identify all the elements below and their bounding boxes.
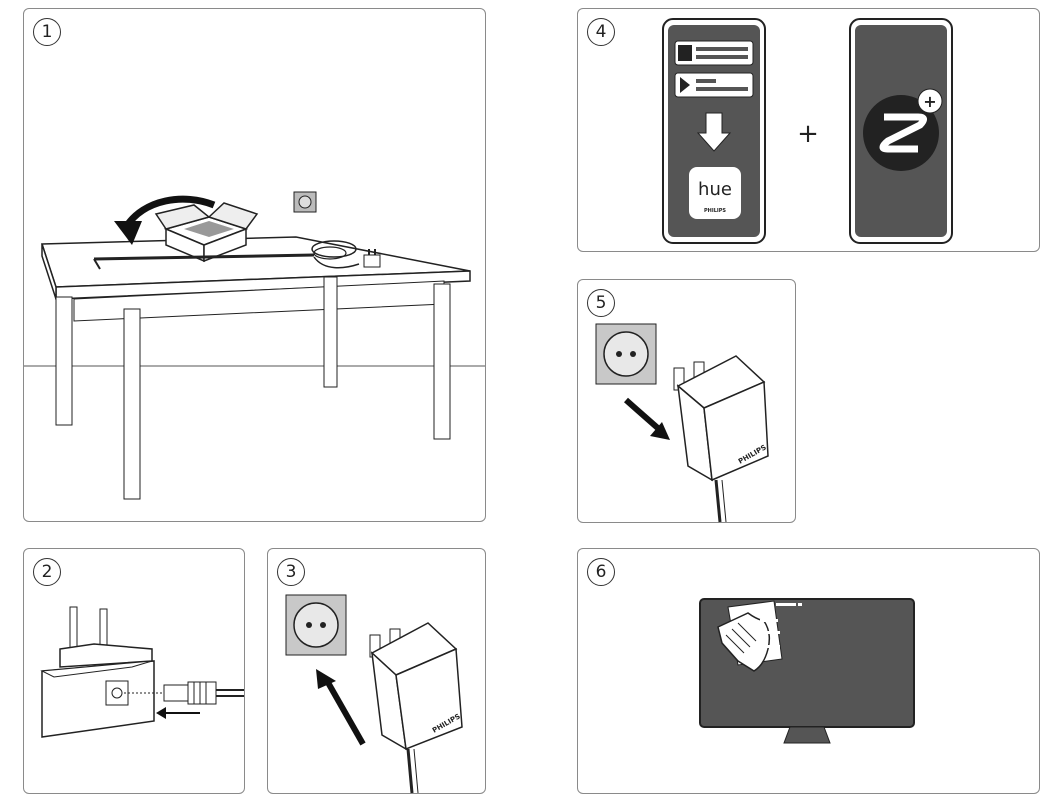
hue-app-brand: PHILIPS bbox=[704, 208, 726, 214]
hand-icon bbox=[717, 612, 771, 672]
step-6-panel: 6 bbox=[577, 548, 1040, 794]
step-5-number: 5 bbox=[587, 289, 615, 317]
connect-cable-illustration bbox=[40, 606, 244, 738]
clean-tv-illustration bbox=[699, 598, 915, 744]
step-4-panel: 4 hue PHILIPS + bbox=[577, 8, 1040, 252]
tv-stand bbox=[783, 726, 831, 744]
step-3-panel: 3 PHILIPS bbox=[267, 548, 486, 794]
step-1-panel: 1 bbox=[23, 8, 486, 522]
bridge-app-icon bbox=[879, 113, 927, 153]
step-4-number: 4 bbox=[587, 18, 615, 46]
hue-app-name: hue bbox=[698, 179, 732, 200]
wall-socket-icon bbox=[293, 191, 317, 213]
step-1-number: 1 bbox=[33, 18, 61, 46]
phone-bridge: + bbox=[849, 18, 953, 244]
download-arrow-icon bbox=[696, 112, 732, 152]
plus-sign: + bbox=[797, 119, 819, 149]
unplug-adapter-illustration: PHILIPS bbox=[595, 323, 769, 523]
step-2-panel: 2 bbox=[23, 548, 245, 794]
bridge-badge-plus: + bbox=[923, 92, 936, 111]
unbox-table-illustration bbox=[24, 191, 485, 500]
step-3-number: 3 bbox=[277, 558, 305, 586]
wall-socket-icon bbox=[595, 323, 657, 385]
plug-in-adapter-illustration: PHILIPS bbox=[285, 594, 463, 794]
phone-store: hue PHILIPS bbox=[662, 18, 766, 244]
wall-socket-icon bbox=[285, 594, 347, 656]
play-icon bbox=[680, 77, 690, 93]
app-download-illustration: hue PHILIPS + + bbox=[662, 18, 953, 244]
package-box-icon bbox=[154, 202, 259, 263]
step-6-number: 6 bbox=[587, 558, 615, 586]
step-2-number: 2 bbox=[33, 558, 61, 586]
step-5-panel: 5 PHILIPS bbox=[577, 279, 796, 523]
